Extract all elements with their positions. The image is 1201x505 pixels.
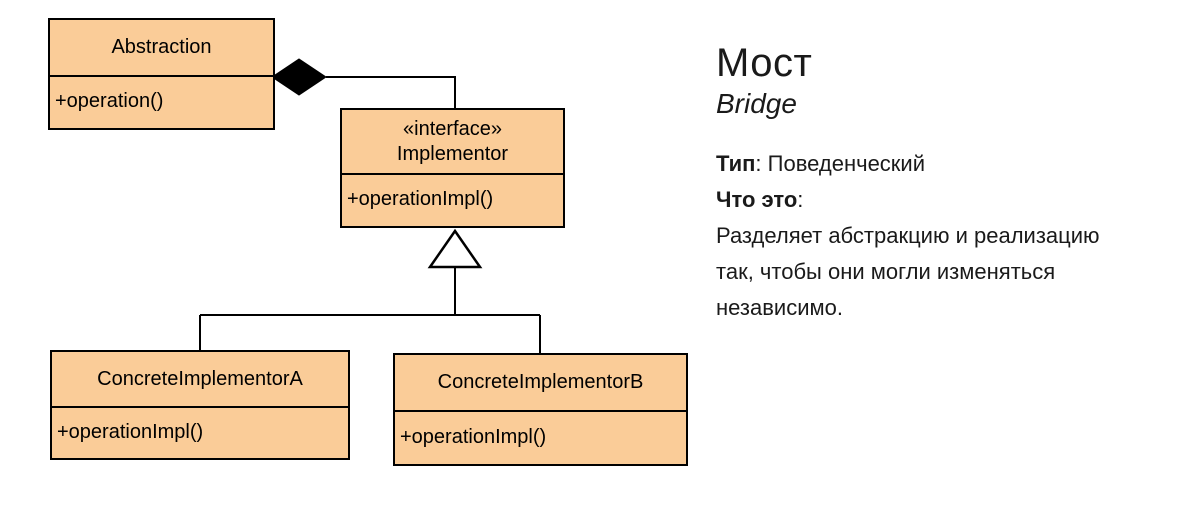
class-name: Implementor [396,142,509,165]
method-label: +operationImpl() [347,188,494,210]
pattern-type-line: Тип: Поведенческий [716,146,1191,182]
class-stereotype: «interface» [403,117,502,140]
class-title: ConcreteImplementorA [52,352,348,408]
what-colon: : [797,187,804,212]
description-line: независимо. [716,295,843,320]
class-name: Abstraction [111,36,212,58]
method-label: +operationImpl() [400,425,547,448]
description-line: так, чтобы они могли изменяться [716,259,1056,284]
class-title: «interface» Implementor [342,110,563,175]
what-label: Что это [716,187,798,212]
type-label: Тип [716,151,756,176]
class-box-abstraction: Abstraction +operation() [48,18,275,130]
class-methods: +operationImpl() [52,408,348,456]
pattern-title-en: Bridge [716,88,797,119]
pattern-what-line: Что это: [716,182,1191,218]
method-label: +operation() [55,90,164,112]
class-name: ConcreteImplementorB [437,371,644,393]
method-label: +operationImpl() [57,420,204,443]
pattern-info-panel: Мост Bridge Тип: Поведенческий Что это: … [716,40,1191,326]
composition-connector-line [326,76,456,108]
generalization-connector-lines [199,267,541,353]
generalization-triangle-icon [427,228,483,269]
class-box-concrete-implementor-b: ConcreteImplementorB +operationImpl() [393,353,688,466]
class-box-implementor: «interface» Implementor +operationImpl() [340,108,565,228]
class-name: ConcreteImplementorA [97,367,303,390]
class-methods: +operation() [50,77,273,126]
pattern-description: Тип: Поведенческий Что это: Разделяет аб… [716,146,1191,326]
pattern-title-ru: Мост [716,41,813,85]
description-line: Разделяет абстракцию и реализацию [716,223,1100,248]
class-title: ConcreteImplementorB [395,355,686,412]
type-value: : Поведенческий [755,151,926,176]
class-box-concrete-implementor-a: ConcreteImplementorA +operationImpl() [50,350,350,460]
class-methods: +operationImpl() [342,175,563,224]
class-methods: +operationImpl() [395,412,686,462]
class-title: Abstraction [50,20,273,77]
composition-diamond-icon [271,58,327,96]
